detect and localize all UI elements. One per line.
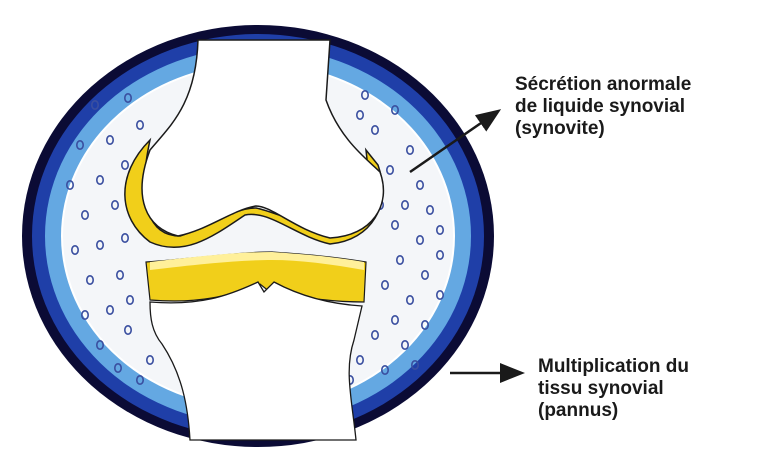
label-top-line1: Sécrétion anormale xyxy=(515,74,691,96)
label-bottom-line2: tissu synovial xyxy=(538,378,689,400)
label-bottom-line3: (pannus) xyxy=(538,400,689,422)
label-top-line3: (synovite) xyxy=(515,118,691,140)
label-bottom-line1: Multiplication du xyxy=(538,356,689,378)
label-abnormal-secretion: Sécrétion anormale de liquide synovial (… xyxy=(515,74,691,140)
label-top-line2: de liquide synovial xyxy=(515,96,691,118)
label-synovial-multiplication: Multiplication du tissu synovial (pannus… xyxy=(538,356,689,422)
